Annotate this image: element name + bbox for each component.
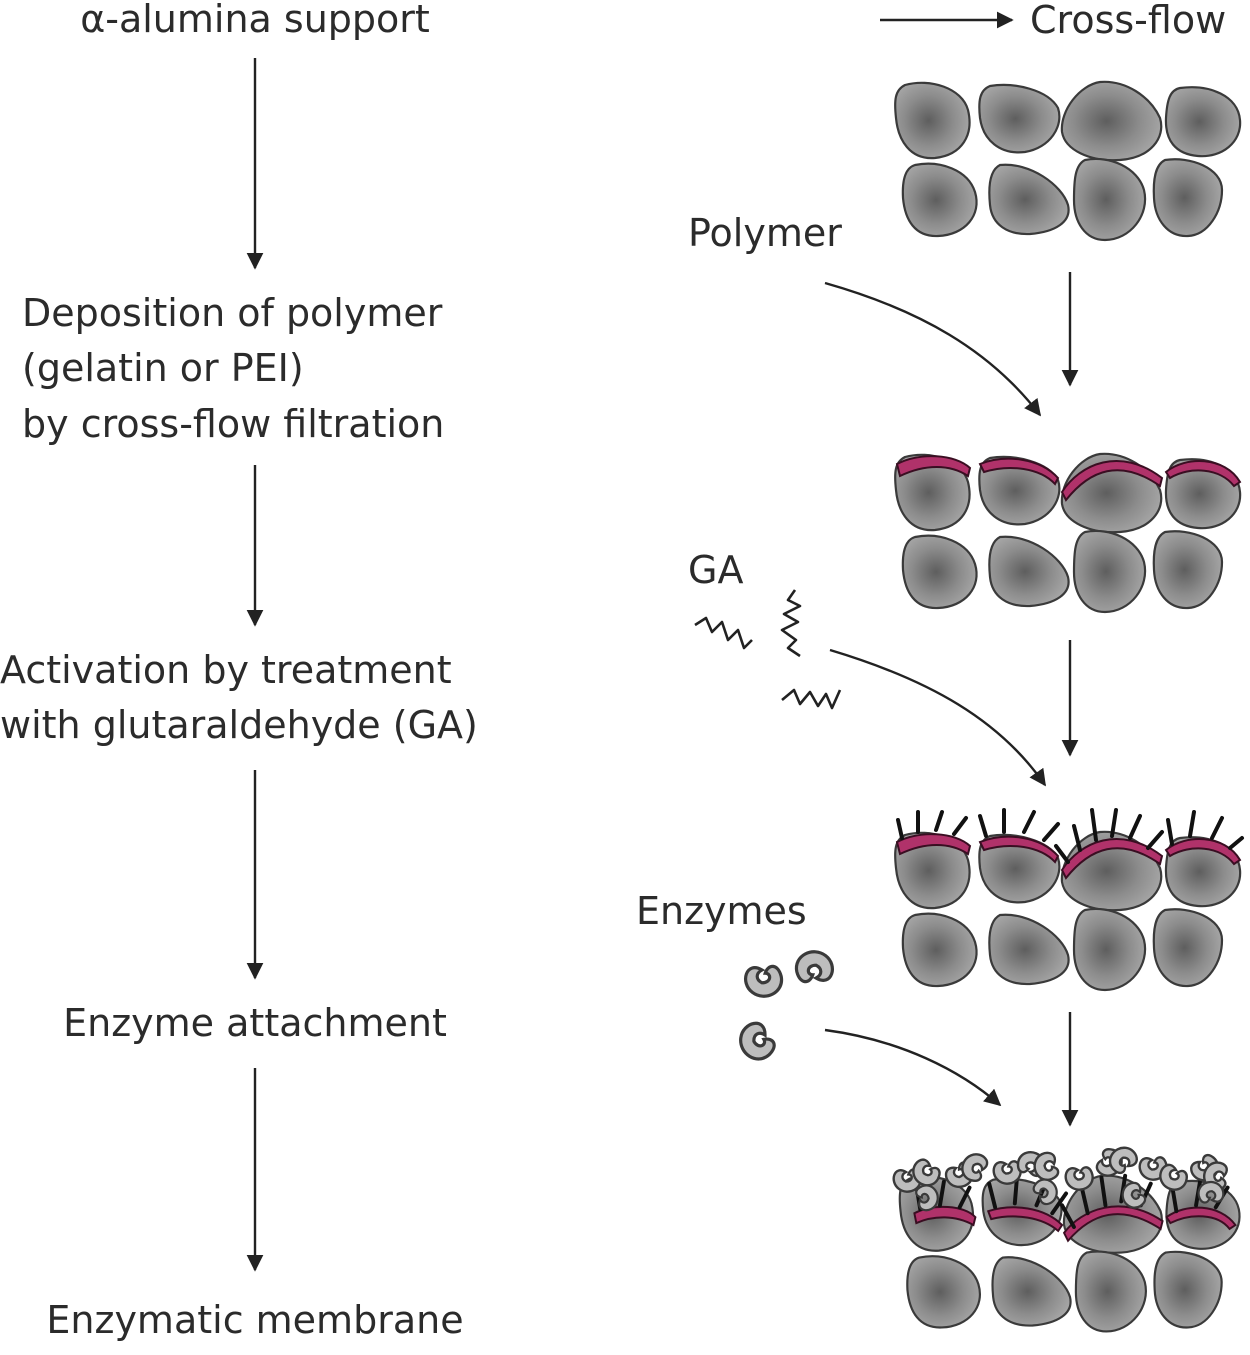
ga-incoming-arrow [829,648,1046,787]
polymer-coated-grains [894,452,1242,614]
step-activation-line1: Activation by treatment [0,648,452,692]
polymer-coating [895,455,972,478]
polymer-label: Polymer [688,211,842,255]
enzymes-incoming-arrow [824,1028,1002,1107]
polymer-incoming-arrow [824,281,1042,417]
step-enzyme-attachment: Enzyme attachment [63,1001,447,1045]
step-enzymatic-membrane: Enzymatic membrane [46,1298,463,1342]
step-deposition-line3: by cross-flow filtration [22,402,444,446]
ga-label: GA [688,548,743,592]
alumina-support-grains [894,80,1242,242]
free-enzymes [732,950,835,1067]
activated-grains [894,808,1244,992]
ga-spikes [896,808,1244,864]
step-deposition-line2: (gelatin or PEI) [22,346,304,390]
step-deposition-line1: Deposition of polymer [22,291,443,335]
enzymes-label: Enzymes [636,889,807,933]
step-activation-line2: with glutaraldehyde (GA) [0,703,478,747]
enzymatic-membrane-grains [898,1173,1241,1333]
step-alumina-support: α-alumina support [80,0,430,41]
ga-molecules [694,589,842,710]
crossflow-label: Cross-flow [1030,0,1226,42]
